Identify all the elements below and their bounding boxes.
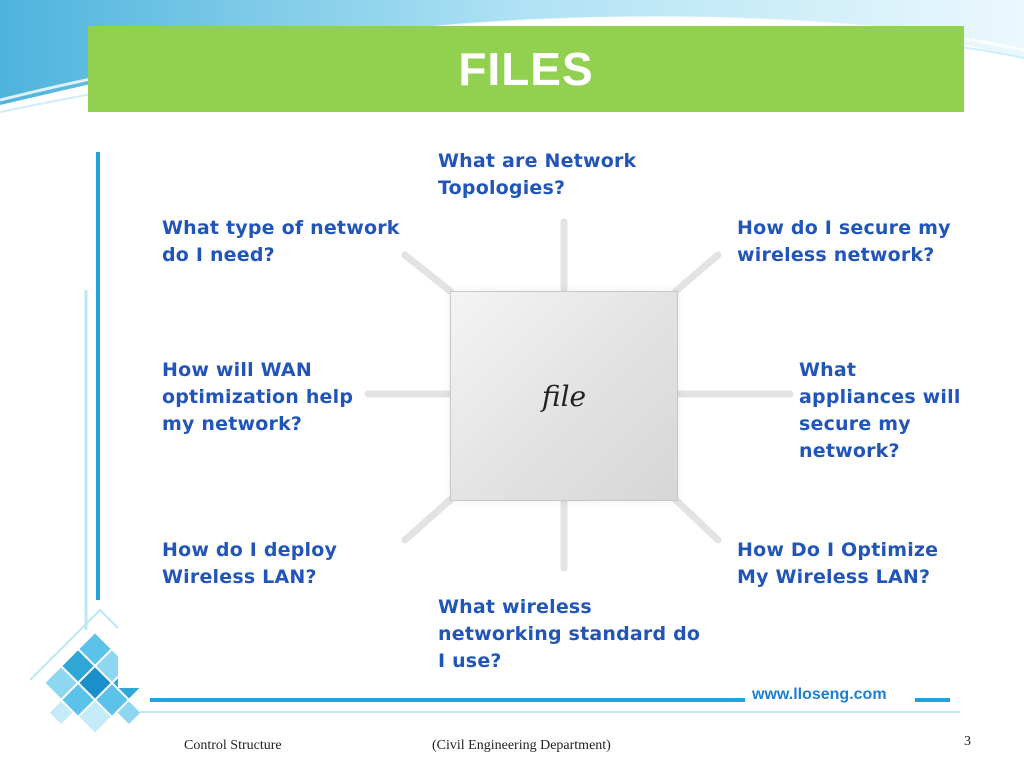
question-network-type: What type of network do I need? xyxy=(162,217,400,266)
question-optimize-wireless-lan: How Do I Optimize My Wireless LAN? xyxy=(737,539,939,588)
connector-top-left xyxy=(401,251,454,295)
question-security-appliances: What appliances will secure my network? xyxy=(799,359,961,462)
footer-course-title: Control Structure xyxy=(184,738,282,753)
title-bar: FILES xyxy=(88,26,964,112)
center-node: file xyxy=(450,291,678,501)
slide-title: FILES xyxy=(458,43,594,95)
center-node-label: file xyxy=(541,379,587,413)
question-wireless-standard: What wireless networking standard do I u… xyxy=(438,596,701,672)
connector-bottom-right xyxy=(672,496,722,544)
connector-bottom-left xyxy=(401,496,454,544)
footer-department: (Civil Engineering Department) xyxy=(432,738,611,753)
question-wan-optimization: How will WAN optimization help my networ… xyxy=(162,359,354,435)
question-deploy-wireless-lan: How do I deploy Wireless LAN? xyxy=(162,539,338,588)
page-number: 3 xyxy=(964,734,971,749)
question-secure-wireless: How do I secure my wireless network? xyxy=(737,217,951,266)
website-link[interactable]: www.lloseng.com xyxy=(752,686,887,703)
connector-top-right xyxy=(672,251,722,295)
question-network-topologies: What are Network Topologies? xyxy=(438,150,637,199)
